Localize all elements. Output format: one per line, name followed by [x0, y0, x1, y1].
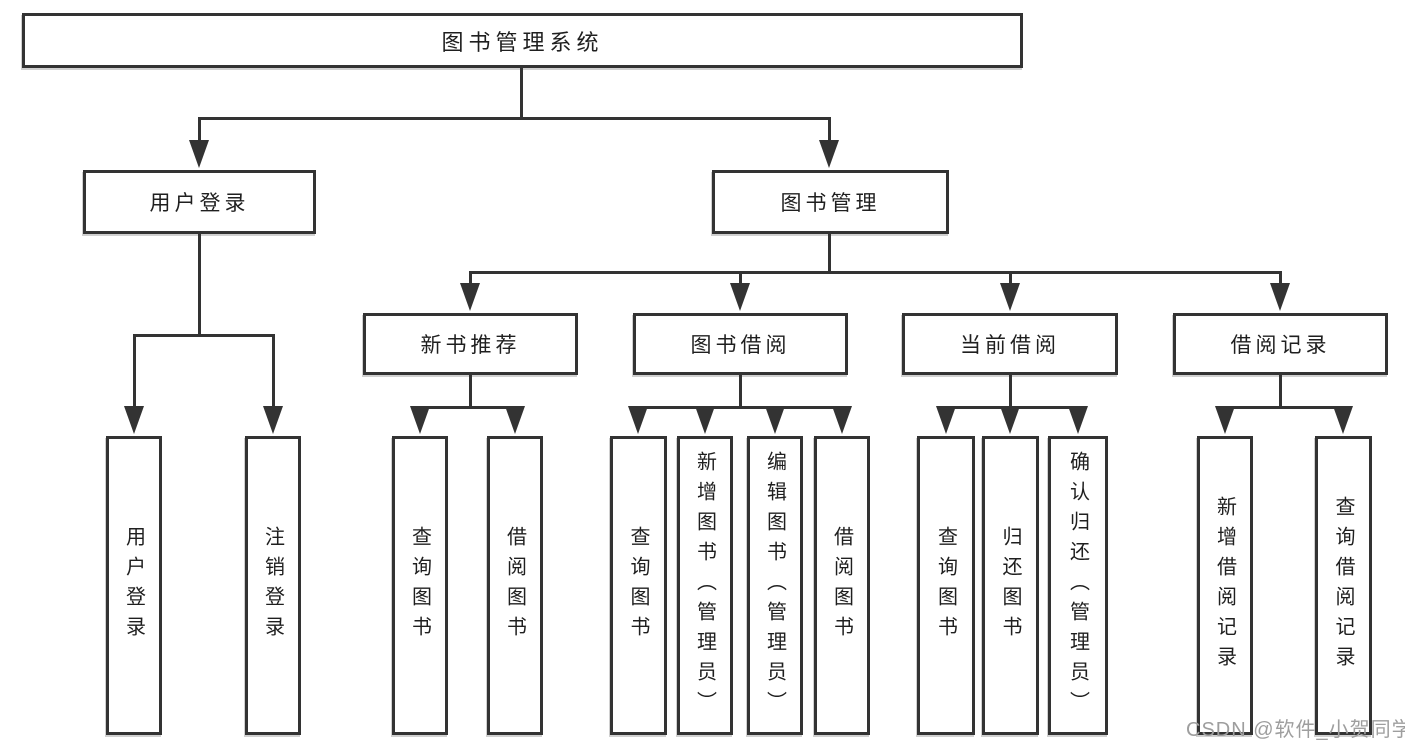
node-label: 确认归还（管理员）: [1066, 450, 1089, 721]
node-leaf-query-books-2: 查询图书: [610, 436, 667, 735]
connector-line: [469, 271, 472, 288]
node-user-login-branch: 用户登录: [83, 170, 316, 234]
arrow-down-icon: [1000, 406, 1020, 434]
arrow-down-icon: [765, 406, 785, 434]
connector-line: [1279, 373, 1282, 409]
node-label: 用户登录: [149, 192, 250, 215]
node-leaf-add-borrow-record: 新增借阅记录: [1197, 436, 1253, 735]
connector-line: [828, 117, 831, 145]
node-library-management-system: 图书管理系统: [22, 13, 1023, 68]
node-label: 查询图书: [934, 525, 957, 646]
node-leaf-query-borrow-record: 查询借阅记录: [1315, 436, 1372, 735]
node-current-borrowing: 当前借阅: [902, 313, 1118, 375]
node-leaf-borrow-books-1: 借阅图书: [487, 436, 543, 735]
node-leaf-query-books-1: 查询图书: [392, 436, 448, 735]
arrow-down-icon: [936, 406, 956, 434]
node-label: 借阅图书: [830, 525, 853, 646]
arrow-down-icon: [1215, 406, 1235, 434]
node-label: 借阅图书: [503, 525, 526, 646]
connector-line: [133, 334, 275, 337]
node-leaf-return-books: 归还图书: [982, 436, 1039, 735]
connector-line: [198, 117, 831, 120]
node-label: 新增图书（管理员）: [693, 450, 716, 721]
node-leaf-query-books-3: 查询图书: [917, 436, 975, 735]
arrow-down-icon: [410, 406, 430, 434]
node-label: 当前借阅: [960, 334, 1060, 357]
node-label: 查询借阅记录: [1332, 495, 1354, 676]
node-label: 用户登录: [122, 525, 145, 646]
connector-line: [739, 271, 742, 288]
arrow-down-icon: [1333, 406, 1353, 434]
node-label: 查询图书: [627, 525, 649, 646]
connector-line: [637, 406, 844, 409]
arrow-down-icon: [628, 406, 648, 434]
node-label: 注销登录: [261, 525, 284, 646]
node-label: 图书借阅: [690, 334, 791, 357]
connector-line: [828, 232, 831, 274]
node-book-borrowing: 图书借阅: [633, 313, 848, 375]
connector-line: [419, 406, 517, 409]
connector-line: [198, 117, 201, 145]
node-label: 编辑图书（管理员）: [763, 450, 786, 721]
arrow-down-icon: [1270, 283, 1290, 311]
node-new-book-recommendation: 新书推荐: [363, 313, 578, 375]
arrow-down-icon: [189, 140, 209, 168]
node-label: 图书管理: [780, 192, 881, 215]
connector-line: [1009, 373, 1012, 409]
arrow-down-icon: [505, 406, 525, 434]
node-leaf-logout: 注销登录: [245, 436, 301, 735]
arrow-down-icon: [1068, 406, 1088, 434]
node-leaf-user-login: 用户登录: [106, 436, 162, 735]
csdn-watermark: CSDN @软件_小贺同学: [1186, 719, 1405, 741]
connector-line: [1009, 271, 1012, 288]
connector-line: [133, 334, 136, 410]
node-label: 新增借阅记录: [1213, 495, 1236, 676]
arrow-down-icon: [460, 283, 480, 311]
node-label: 图书管理系统: [441, 29, 604, 55]
arrow-down-icon: [695, 406, 715, 434]
arrow-down-icon: [819, 140, 839, 168]
connector-line: [520, 66, 523, 120]
connector-line: [469, 373, 472, 409]
node-label: 查询图书: [408, 525, 431, 646]
connector-line: [1279, 271, 1282, 288]
connector-line: [739, 373, 742, 409]
node-leaf-edit-books-admin: 编辑图书（管理员）: [747, 436, 803, 735]
connector-line: [469, 271, 1282, 274]
node-label: 新书推荐: [420, 334, 521, 357]
node-label: 归还图书: [999, 525, 1021, 646]
node-leaf-add-books-admin: 新增图书（管理员）: [677, 436, 733, 735]
arrow-down-icon: [263, 406, 283, 434]
connector-line: [198, 232, 201, 337]
arrow-down-icon: [730, 283, 750, 311]
connector-line: [1224, 406, 1345, 409]
arrow-down-icon: [832, 406, 852, 434]
node-label: 借阅记录: [1230, 334, 1331, 357]
connector-line: [272, 334, 275, 410]
node-borrowing-records: 借阅记录: [1173, 313, 1388, 375]
node-leaf-borrow-books-2: 借阅图书: [814, 436, 870, 735]
node-leaf-confirm-return-admin: 确认归还（管理员）: [1048, 436, 1108, 735]
arrow-down-icon: [124, 406, 144, 434]
node-book-management: 图书管理: [712, 170, 949, 234]
arrow-down-icon: [1000, 283, 1020, 311]
